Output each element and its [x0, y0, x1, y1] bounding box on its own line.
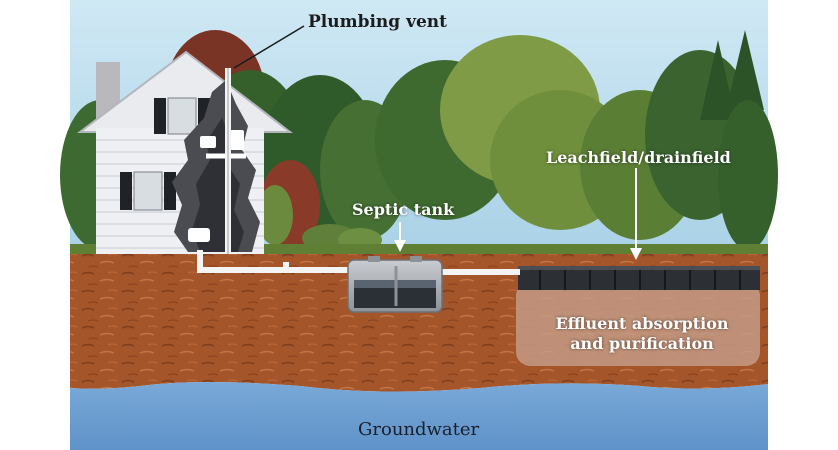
effluent-label-line1: Effluent absorption [555, 314, 729, 333]
groundwater-label: Groundwater [358, 419, 480, 440]
effluent-zone [516, 282, 760, 366]
effluent-label-line2: and purification [570, 334, 714, 353]
septic-tank [347, 256, 443, 313]
house [77, 50, 293, 254]
callout-lines [233, 25, 642, 260]
groundwater [70, 382, 768, 450]
septic-tank-label: Septic tank [352, 200, 455, 219]
house-drain-pipes [197, 250, 520, 275]
effluent-label: Effluent absorption and purification [554, 314, 730, 354]
plumbing-vent-label: Plumbing vent [308, 12, 448, 32]
leachfield-chambers [518, 266, 760, 290]
leachfield-label: Leachfield/drainfield [546, 148, 731, 167]
